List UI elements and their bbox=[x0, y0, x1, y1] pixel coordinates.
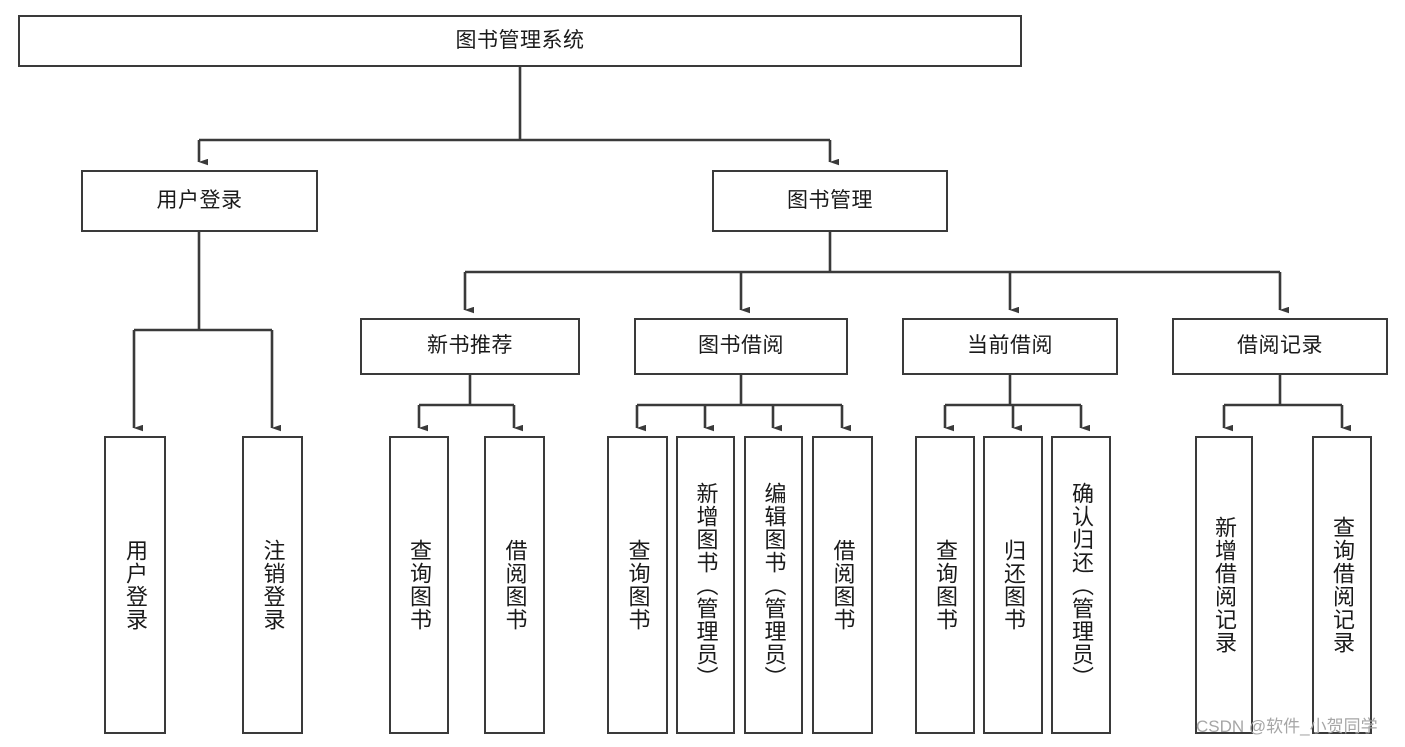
leaf-query-borrow-record-label: 查询借阅记录 bbox=[1329, 516, 1355, 654]
node-root[interactable]: 图书管理系统 bbox=[18, 15, 1022, 67]
leaf-borrow-book-borrow[interactable]: 借阅图书 bbox=[812, 436, 873, 734]
node-book-management-label: 图书管理 bbox=[787, 188, 873, 212]
node-root-label: 图书管理系统 bbox=[455, 28, 585, 52]
leaf-add-book-admin-label: 新增图书（管理员） bbox=[693, 481, 719, 689]
leaf-confirm-return-admin[interactable]: 确认归还（管理员） bbox=[1051, 436, 1111, 734]
node-book-borrow[interactable]: 图书借阅 bbox=[634, 318, 848, 375]
leaf-query-book-borrow[interactable]: 查询图书 bbox=[607, 436, 668, 734]
node-new-book-recommend-label: 新书推荐 bbox=[427, 334, 513, 358]
leaf-edit-book-admin[interactable]: 编辑图书（管理员） bbox=[744, 436, 803, 734]
leaf-borrow-book-recommend-label: 借阅图书 bbox=[502, 539, 528, 631]
leaf-user-login[interactable]: 用户登录 bbox=[104, 436, 166, 734]
leaf-borrow-book-recommend[interactable]: 借阅图书 bbox=[484, 436, 545, 734]
node-book-management[interactable]: 图书管理 bbox=[712, 170, 948, 232]
node-borrow-record[interactable]: 借阅记录 bbox=[1172, 318, 1388, 375]
leaf-edit-book-admin-label: 编辑图书（管理员） bbox=[761, 481, 787, 689]
leaf-query-book-recommend-label: 查询图书 bbox=[406, 539, 432, 631]
node-new-book-recommend[interactable]: 新书推荐 bbox=[360, 318, 580, 375]
node-user-login-label: 用户登录 bbox=[156, 188, 243, 212]
leaf-logout[interactable]: 注销登录 bbox=[242, 436, 303, 734]
leaf-query-book-current-label: 查询图书 bbox=[932, 539, 958, 631]
node-user-login[interactable]: 用户登录 bbox=[81, 170, 318, 232]
node-current-borrow[interactable]: 当前借阅 bbox=[902, 318, 1118, 375]
node-current-borrow-label: 当前借阅 bbox=[967, 334, 1053, 358]
leaf-add-book-admin[interactable]: 新增图书（管理员） bbox=[676, 436, 735, 734]
leaf-borrow-book-borrow-label: 借阅图书 bbox=[830, 539, 856, 631]
leaf-confirm-return-admin-label: 确认归还（管理员） bbox=[1068, 481, 1094, 689]
node-book-borrow-label: 图书借阅 bbox=[698, 334, 784, 358]
leaf-return-book-label: 归还图书 bbox=[1000, 539, 1026, 631]
leaf-add-borrow-record[interactable]: 新增借阅记录 bbox=[1195, 436, 1253, 734]
leaf-user-login-label: 用户登录 bbox=[122, 539, 148, 631]
leaf-query-book-recommend[interactable]: 查询图书 bbox=[389, 436, 449, 734]
leaf-query-book-current[interactable]: 查询图书 bbox=[915, 436, 975, 734]
leaf-query-book-borrow-label: 查询图书 bbox=[625, 539, 651, 631]
leaf-return-book[interactable]: 归还图书 bbox=[983, 436, 1043, 734]
leaf-query-borrow-record[interactable]: 查询借阅记录 bbox=[1312, 436, 1372, 734]
leaf-add-borrow-record-label: 新增借阅记录 bbox=[1211, 516, 1237, 654]
node-borrow-record-label: 借阅记录 bbox=[1237, 334, 1323, 358]
leaf-logout-label: 注销登录 bbox=[260, 539, 286, 631]
